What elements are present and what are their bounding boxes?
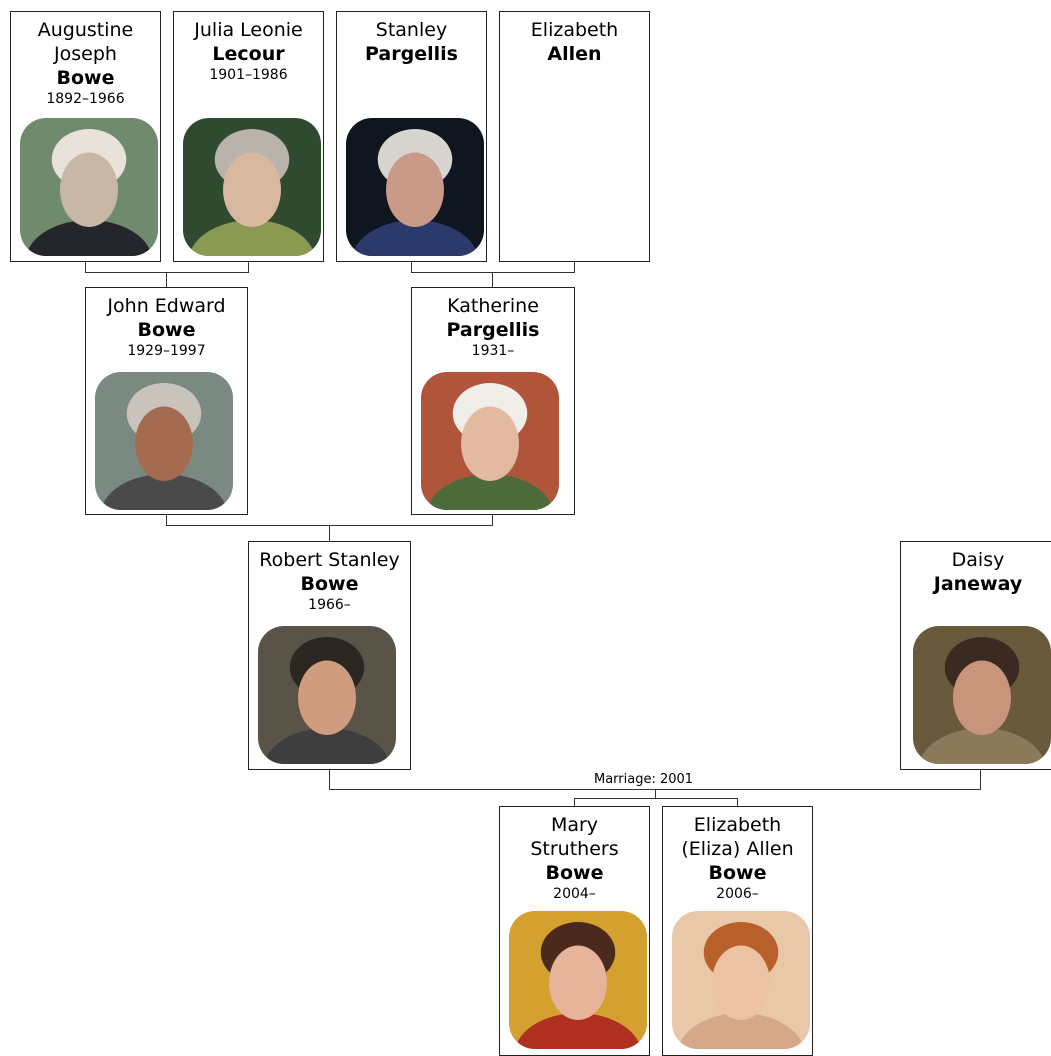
life-years: 1931– [471, 343, 515, 359]
connector-line [166, 272, 167, 287]
surname: Bowe [300, 573, 359, 595]
portrait-photo [346, 118, 484, 256]
connector-line [329, 525, 330, 541]
surname: Pargellis [446, 319, 540, 341]
given-name: (Eliza) Allen [681, 838, 794, 860]
given-name: Daisy [951, 549, 1005, 571]
portrait-photo [95, 372, 233, 510]
connector-line [411, 272, 575, 273]
given-name: Katherine [447, 295, 539, 317]
portrait-photo [20, 118, 158, 256]
connector-line [248, 261, 249, 273]
given-name: Augustine [37, 19, 134, 41]
surname: Allen [547, 43, 602, 65]
surname: Bowe [56, 67, 115, 89]
surname: Lecour [212, 43, 285, 65]
connector-line [85, 272, 249, 273]
connector-line [492, 514, 493, 526]
connector-line [411, 261, 412, 273]
portrait-photo [258, 626, 396, 764]
portrait-photo [509, 911, 647, 1049]
given-name: Elizabeth [693, 814, 782, 836]
portrait-photo [421, 372, 559, 510]
connector-line [85, 261, 86, 273]
connector-line [329, 769, 330, 790]
given-name: Joseph [54, 43, 117, 65]
life-years: 2006– [716, 886, 759, 902]
life-years: 1892–1966 [46, 91, 125, 107]
portrait-photo [183, 118, 321, 256]
connector-line [574, 798, 738, 799]
given-name: Robert Stanley [259, 549, 400, 571]
surname: Bowe [545, 862, 604, 884]
connector-line [492, 272, 493, 287]
surname: Bowe [708, 862, 767, 884]
given-name: Struthers [530, 838, 619, 860]
connector-line [737, 798, 738, 806]
life-years: 1929–1997 [127, 343, 206, 359]
given-name: Stanley [375, 19, 448, 41]
life-years: 2004– [553, 886, 596, 902]
surname: Bowe [137, 319, 196, 341]
life-years: 1901–1986 [209, 67, 288, 83]
given-name: Mary [550, 814, 599, 836]
surname: Janeway [933, 573, 1023, 595]
connector-line [166, 514, 167, 526]
given-name: Julia Leonie [194, 19, 303, 41]
surname: Pargellis [365, 43, 458, 65]
connector-line [574, 261, 575, 273]
portrait-photo [672, 911, 810, 1049]
portrait-photo [913, 626, 1051, 764]
life-years: 1966– [308, 597, 351, 613]
connector-line [980, 769, 981, 790]
given-name: John Edward [107, 295, 226, 317]
connector-line [574, 798, 575, 806]
marriage-label: Marriage: 2001 [592, 772, 696, 787]
given-name: Elizabeth [530, 19, 619, 41]
connector-line [655, 789, 656, 799]
